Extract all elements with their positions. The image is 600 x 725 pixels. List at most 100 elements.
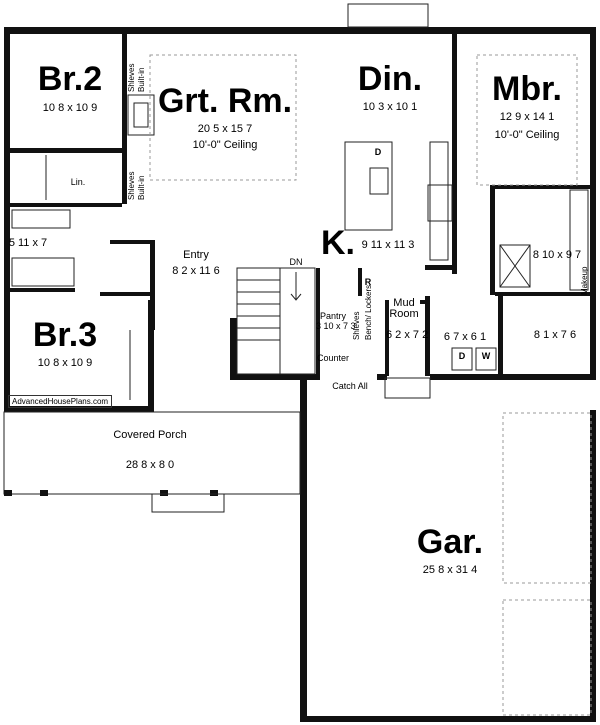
grt-ceiling: 10'-0" Ceiling [192, 139, 258, 151]
mbr-ceiling-outline [476, 54, 578, 186]
fridge-label: R [364, 277, 372, 287]
shleves-label-1: Shleves [127, 63, 136, 92]
makeup-counter [569, 189, 589, 291]
washer-label: W [481, 351, 491, 361]
range [427, 184, 453, 222]
builtin-label-2: Built-in [137, 175, 146, 200]
din-name: Din. [357, 60, 423, 98]
entry-dims: 8 2 x 11 6 [172, 265, 220, 277]
kitchen-island [344, 141, 393, 231]
mud-dims: 6 2 x 7 2 [386, 329, 429, 341]
mbr-name: Mbr. [492, 70, 562, 108]
dishwasher-label: D [374, 147, 382, 157]
laundry-west-wall [425, 296, 430, 376]
porch-dims: 28 8 x 8 0 [125, 459, 175, 471]
porch-outline [3, 411, 301, 495]
garage-step [384, 377, 431, 399]
mud-north-wall [420, 300, 430, 304]
wic-dims: 8 1 x 7 6 [533, 329, 577, 341]
laundry-east-wall [498, 296, 503, 376]
catchall-label: Catch All [332, 381, 368, 391]
br3-name: Br.3 [32, 316, 98, 354]
lin-label: Lin. [70, 177, 86, 187]
fireplace [127, 94, 155, 136]
br2-name: Br.2 [37, 60, 103, 98]
porch-post [160, 490, 168, 496]
stairs [236, 267, 316, 375]
kit-name: K. [321, 224, 355, 262]
makeup-label: Makeup [580, 266, 589, 295]
bath2-dims: 5 11 x 7 [8, 237, 48, 249]
closet-rods [45, 155, 131, 400]
kitchen-sink [369, 167, 389, 195]
mbr-west-wall [452, 34, 457, 274]
br3-dims: 10 8 x 10 9 [37, 357, 93, 369]
mbath-dims: 8 10 x 9 7 [532, 249, 582, 261]
counter-label: Counter [317, 353, 350, 363]
gar-dims: 25 8 x 31 4 [422, 564, 478, 576]
porch-name: Covered Porch [113, 429, 187, 441]
gar-name: Gar. [416, 523, 484, 561]
mud-west-wall [385, 300, 389, 376]
porch-post [210, 490, 218, 496]
west-wall [4, 27, 10, 412]
bathtub [11, 257, 75, 287]
bench-label: Bench/ Lockers [364, 284, 373, 340]
garage-north-wall [430, 374, 596, 380]
mud-wall-stub [377, 374, 387, 380]
bath-south-wall [10, 288, 75, 292]
porch-post [4, 490, 12, 496]
shleves-label-2: Shleves [127, 171, 136, 200]
north-wall [4, 27, 596, 34]
pantry-name: Pantry [319, 311, 346, 321]
dn-label: DN [289, 257, 303, 267]
wic-north-wall [495, 292, 590, 296]
br2-dims: 10 8 x 10 9 [42, 102, 98, 114]
east-wall-garage [590, 410, 596, 722]
garage-west-wall [300, 378, 307, 722]
closet-north-wall [110, 240, 150, 244]
east-wall-upper [590, 27, 596, 379]
builtin-label-1: Built-in [137, 67, 146, 92]
mbr-ceiling: 10'-0" Ceiling [494, 129, 560, 141]
laundry-dims: 6 7 x 6 1 [443, 331, 487, 343]
grt-name: Grt. Rm. [157, 82, 293, 120]
bath-north-wall [10, 203, 122, 207]
grt-ceiling-outline [149, 54, 297, 181]
south-wall-garage [300, 716, 596, 722]
mbath-north-wall [490, 185, 590, 189]
shower [499, 244, 531, 288]
garage-door-2 [502, 599, 592, 716]
entry-east-wall [230, 318, 237, 378]
fridge-wall [358, 268, 362, 296]
fireplace-hearth [133, 102, 149, 128]
mbath-west-wall [490, 185, 495, 295]
br2-south-wall [10, 148, 122, 153]
shleves-label-3: Shleves [352, 311, 361, 340]
kitchen-east-stub [425, 265, 457, 270]
porch-steps [151, 493, 225, 513]
stair-south-wall [230, 374, 320, 380]
grt-west-wall [122, 34, 127, 204]
kitchen-counter [429, 141, 449, 261]
br3-east-wall [148, 300, 154, 412]
dryer [451, 347, 473, 371]
br3-south-wall [4, 406, 154, 412]
garage-door-1 [502, 412, 592, 584]
pantry-dims: 3 10 x 7 3 [316, 321, 356, 331]
rear-steps [347, 3, 429, 28]
mbr-dims: 12 9 x 14 1 [499, 111, 555, 123]
porch-post [40, 490, 48, 496]
washer [475, 347, 497, 371]
br3-north-wall [100, 292, 155, 296]
bath-vanity [11, 209, 71, 229]
entry-name: Entry [183, 249, 209, 261]
din-dims: 10 3 x 10 1 [362, 101, 418, 113]
entry-west-wall [150, 240, 155, 330]
kit-dims: 9 11 x 11 3 [361, 239, 415, 251]
grt-dims: 20 5 x 15 7 [197, 123, 253, 135]
pantry-west-wall [316, 268, 320, 378]
dryer-label: D [458, 351, 466, 361]
mud-name: Mud Room [389, 297, 419, 320]
